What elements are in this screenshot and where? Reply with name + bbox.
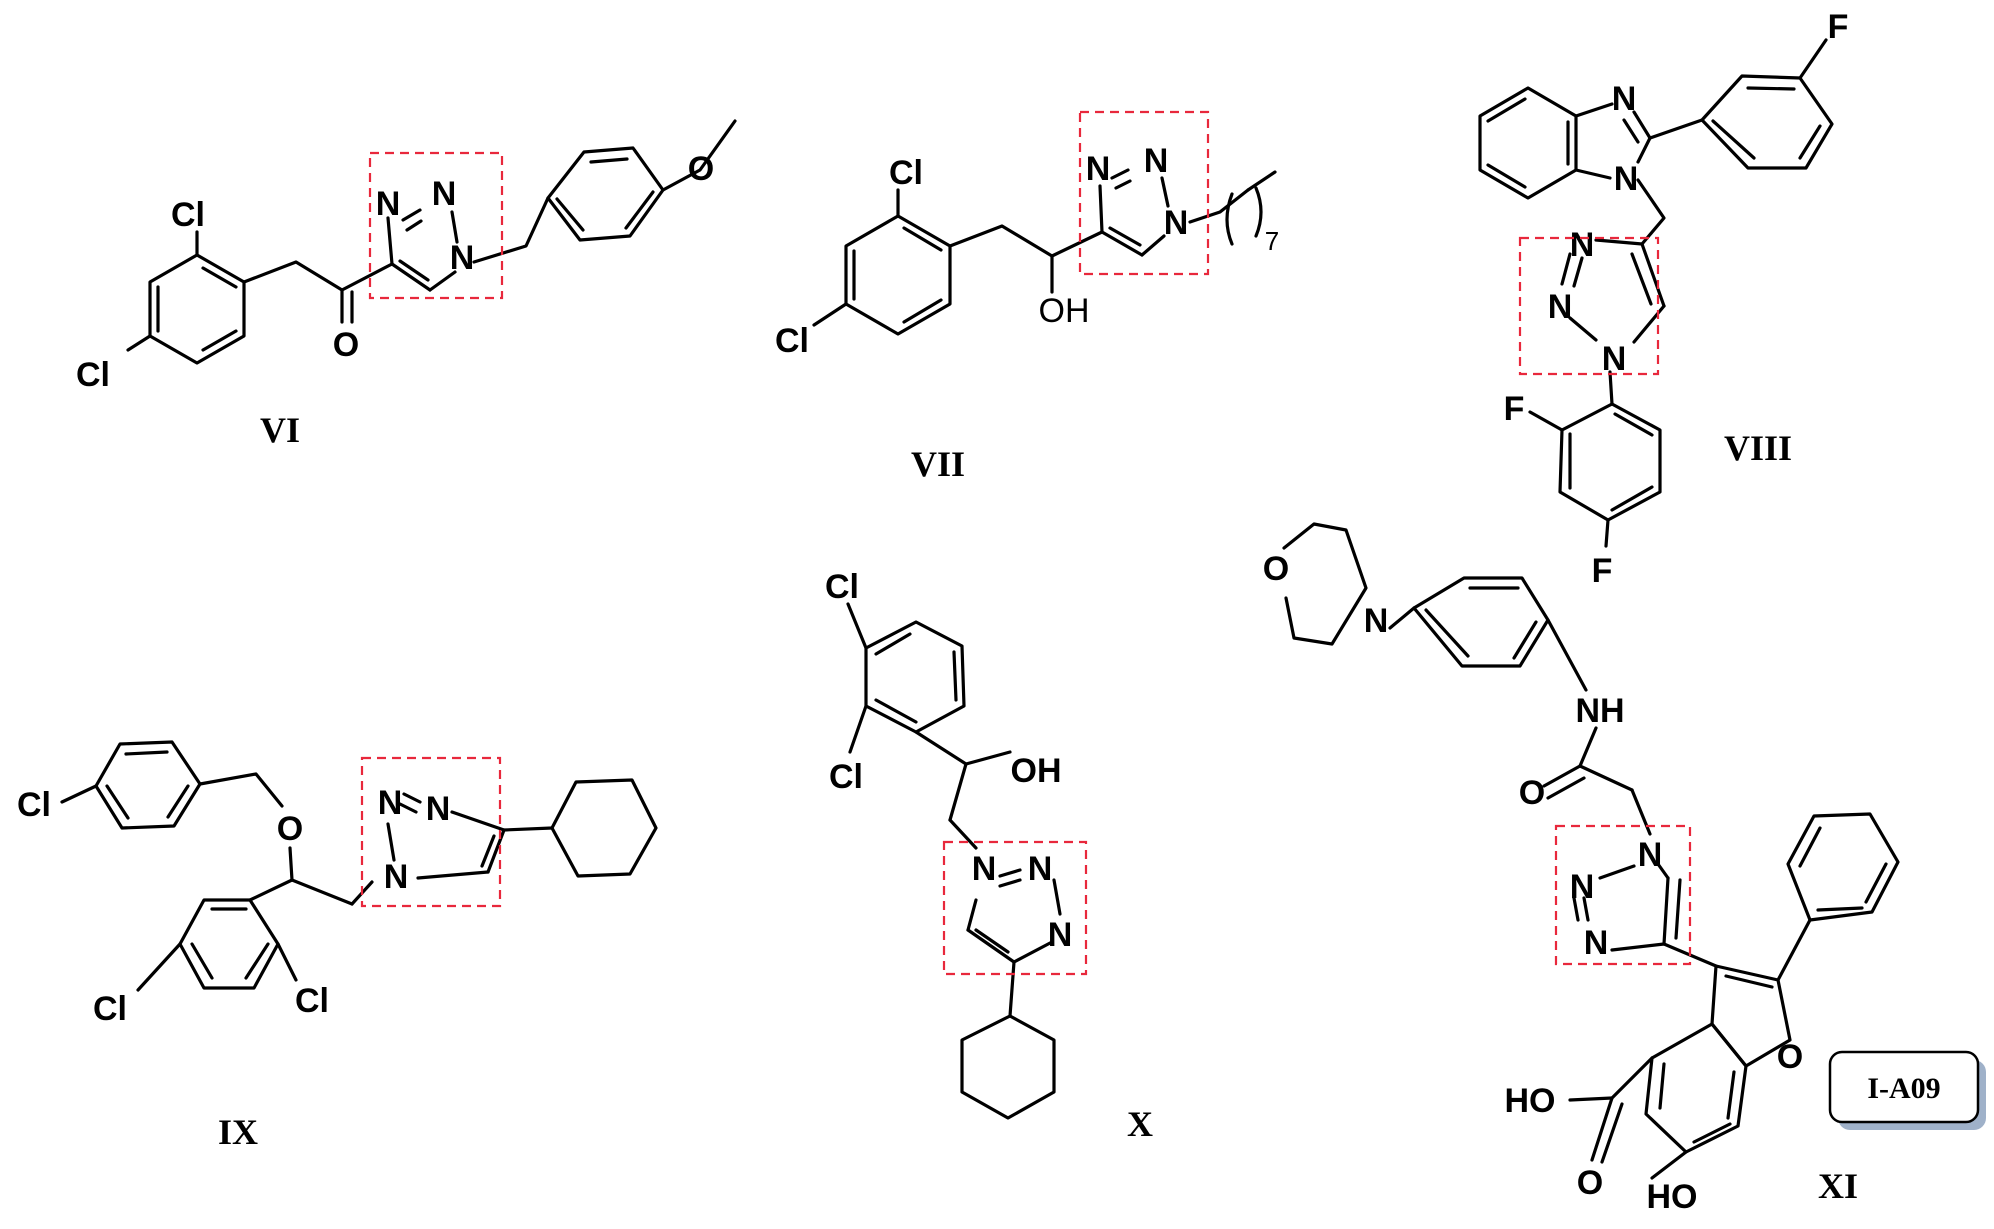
compound-vi-bonds bbox=[126, 119, 737, 365]
xi-triazole-n1: N bbox=[1638, 836, 1663, 874]
viii-fluoro-para: F bbox=[1592, 552, 1613, 590]
viii-triazole-n2: N bbox=[1548, 288, 1573, 326]
x-triazole-n2: N bbox=[1028, 850, 1053, 888]
compound-viii: N N F N N N F F VIII bbox=[1478, 8, 1849, 590]
x-label: X bbox=[1127, 1104, 1153, 1144]
xi-amide-oxygen: O bbox=[1519, 774, 1545, 812]
ix-cl-ring-para: Cl bbox=[93, 990, 127, 1028]
vii-triazole-n1: N bbox=[1164, 204, 1189, 242]
viii-triazole-highlight bbox=[1518, 236, 1660, 376]
xi-morpholine-oxygen: O bbox=[1263, 550, 1289, 588]
ix-triazole-highlight bbox=[360, 756, 502, 908]
vi-triazole-n1: N bbox=[450, 239, 475, 277]
compound-vi: Cl Cl O N N N O VI bbox=[76, 119, 737, 450]
xi-triazole-highlight bbox=[1554, 824, 1692, 966]
compound-xi: O N NH O N N N O HO O HO XI bbox=[1263, 522, 1900, 1216]
ix-triazole-n1: N bbox=[384, 858, 409, 896]
badge-label: I-A09 bbox=[1867, 1072, 1940, 1105]
ix-label: IX bbox=[218, 1112, 258, 1152]
vi-label: VI bbox=[260, 410, 300, 450]
viii-triazole-n3: N bbox=[1570, 226, 1595, 264]
vii-triazole-n2: N bbox=[1144, 142, 1169, 180]
x-cl-top: Cl bbox=[825, 568, 859, 606]
vii-triazole-highlight bbox=[1078, 110, 1210, 276]
x-triazole-n1: N bbox=[972, 850, 997, 888]
vii-chain-count: 7 bbox=[1265, 226, 1279, 256]
vii-triazole-n3: N bbox=[1086, 150, 1111, 188]
xi-label: XI bbox=[1818, 1166, 1858, 1206]
ix-cl-ring-ortho: Cl bbox=[295, 982, 329, 1020]
xi-phenol-oh: HO bbox=[1647, 1178, 1698, 1216]
vi-carbonyl-oxygen: O bbox=[333, 326, 359, 364]
viii-triazole-n1: N bbox=[1602, 340, 1627, 378]
compound-viii-bonds bbox=[1478, 38, 1834, 548]
xi-triazole-n2: N bbox=[1570, 868, 1595, 906]
x-triazole-highlight bbox=[942, 840, 1088, 976]
ix-cl-left: Cl bbox=[17, 786, 51, 824]
vi-triazole-n3: N bbox=[376, 185, 401, 223]
viii-fluoro-top: F bbox=[1828, 8, 1849, 46]
x-hydroxyl: OH bbox=[1011, 752, 1062, 790]
xi-morpholine-nitrogen: N bbox=[1364, 602, 1389, 640]
xi-carboxyl-oxygen: O bbox=[1577, 1164, 1603, 1202]
xi-carboxyl-oh: HO bbox=[1505, 1082, 1556, 1120]
vi-cl-top: Cl bbox=[171, 196, 205, 234]
vi-methoxy-oxygen: O bbox=[688, 150, 714, 188]
compound-vii: Cl Cl OH N N N 7 VII bbox=[775, 110, 1279, 484]
xi-triazole-n3: N bbox=[1584, 924, 1609, 962]
vii-label: VII bbox=[911, 444, 965, 484]
vi-triazole-n2: N bbox=[432, 175, 457, 213]
x-triazole-n3: N bbox=[1048, 916, 1073, 954]
compound-ix: Cl O N N N Cl Cl IX bbox=[17, 740, 658, 1152]
vi-triazole-highlight bbox=[368, 151, 504, 300]
compound-x: Cl Cl OH N N N X bbox=[825, 568, 1153, 1144]
vii-cl-top: Cl bbox=[889, 154, 923, 192]
badge-frame bbox=[1828, 1050, 1980, 1124]
vi-cl-bottom: Cl bbox=[76, 356, 110, 394]
viii-fluoro-ortho: F bbox=[1504, 390, 1525, 428]
xi-furan-oxygen: O bbox=[1777, 1038, 1803, 1076]
ix-ether-oxygen: O bbox=[277, 810, 303, 848]
viii-benzimidazole-n1: N bbox=[1614, 160, 1639, 198]
ix-triazole-n3: N bbox=[378, 784, 403, 822]
compound-ix-bonds bbox=[60, 740, 658, 992]
xi-amide-nh: NH bbox=[1575, 692, 1624, 730]
viii-benzimidazole-n3: N bbox=[1612, 80, 1637, 118]
vii-hydroxyl: OH bbox=[1039, 292, 1090, 330]
viii-label: VIII bbox=[1724, 428, 1792, 468]
compound-x-bonds bbox=[846, 602, 1062, 1120]
vii-cl-bottom: Cl bbox=[775, 322, 809, 360]
compound-code-badge: I-A09 bbox=[1828, 1050, 1986, 1130]
compound-xi-bonds bbox=[1282, 522, 1900, 1180]
compound-vii-bonds bbox=[812, 168, 1277, 336]
ix-triazole-n2: N bbox=[426, 790, 451, 828]
x-cl-ortho: Cl bbox=[829, 758, 863, 796]
